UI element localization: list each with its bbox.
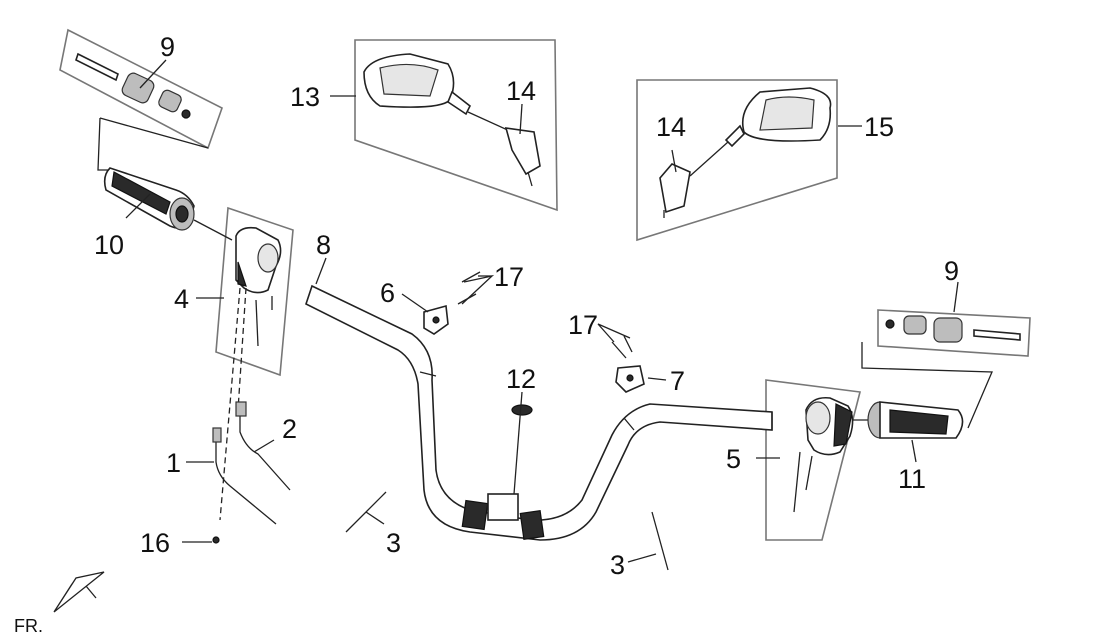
left-grip <box>103 167 195 231</box>
cable-1 <box>212 427 277 525</box>
group-box-9-right <box>877 309 1031 357</box>
callout-3-left: 3 <box>386 528 401 558</box>
left-bar-end-parts <box>75 52 191 119</box>
callout-9-left: 9 <box>160 32 175 62</box>
bracket-9-11-right <box>861 342 993 429</box>
front-direction-arrow <box>53 571 105 613</box>
cable-2 <box>235 401 291 491</box>
callout-17-left: 17 <box>494 262 524 292</box>
callout-12: 12 <box>506 364 536 394</box>
left-mirror <box>363 53 541 187</box>
group-box-4 <box>215 206 294 377</box>
clip-12 <box>511 404 533 416</box>
callout-10: 10 <box>94 230 124 260</box>
left-switch-housing <box>235 226 282 347</box>
callout-3-right: 3 <box>610 550 625 580</box>
right-bar-end-parts <box>885 315 1021 343</box>
callout-13: 13 <box>290 82 320 112</box>
callout-16: 16 <box>140 528 170 558</box>
right-switch-housing <box>793 396 854 513</box>
callout-11: 11 <box>898 464 926 494</box>
screw-16 <box>212 536 220 544</box>
bracket-9-10-left <box>97 117 112 171</box>
callout-8: 8 <box>316 230 331 260</box>
callout-14-left: 14 <box>506 76 536 106</box>
group-box-15 <box>636 79 838 242</box>
handlebar-tube <box>305 284 773 541</box>
callout-9-right: 9 <box>944 256 959 286</box>
callout-7: 7 <box>670 366 685 396</box>
callout-1: 1 <box>166 448 181 478</box>
callout-5: 5 <box>726 444 741 474</box>
bolts-17-left <box>457 271 481 305</box>
group-box-13 <box>354 39 558 212</box>
callout-4: 4 <box>174 284 189 314</box>
cable-tie-right <box>651 511 669 571</box>
bolts-17-right <box>611 335 633 359</box>
clamp-7 <box>615 365 645 393</box>
callout-17-right: 17 <box>568 310 598 340</box>
front-label: FR. <box>14 616 43 636</box>
callout-15: 15 <box>864 112 894 142</box>
right-grip <box>867 401 964 439</box>
callout-2: 2 <box>282 414 297 444</box>
callout-6: 6 <box>380 278 395 308</box>
group-box-5 <box>765 379 862 541</box>
clamp-6 <box>423 304 449 335</box>
right-mirror <box>659 87 832 218</box>
callout-14-right: 14 <box>656 112 686 142</box>
